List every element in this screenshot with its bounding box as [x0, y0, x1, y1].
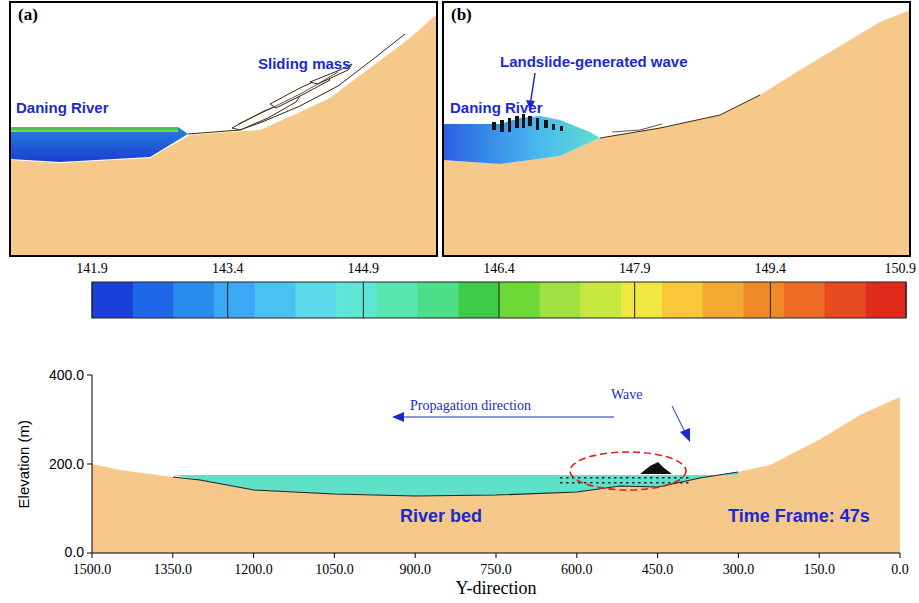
axis-tick: 0.0: [891, 562, 909, 577]
annotation: Propagation direction: [410, 398, 531, 413]
colorbar-value: 150.9: [885, 261, 917, 276]
axis-tick: 1050.0: [315, 562, 354, 577]
axis-tick: 150.0: [803, 562, 835, 577]
colorbar-value: 147.9: [619, 261, 651, 276]
axis-title: Elevation (m): [16, 420, 33, 508]
annotation: River bed: [400, 507, 482, 527]
colorbar-value: 141.9: [76, 261, 108, 276]
part-label: Sliding mass: [258, 56, 351, 73]
color-bar: [92, 282, 907, 318]
axis-tick: 1500.0: [73, 562, 112, 577]
panel-b: [443, 2, 910, 256]
part-label: Daning River: [450, 100, 543, 117]
colorbar-value: 146.4: [483, 261, 515, 276]
axis-tick: 450.0: [642, 562, 674, 577]
axis-tick: 400.0: [49, 368, 84, 383]
axis-tick: 750.0: [480, 562, 512, 577]
panel-letter: (b): [451, 6, 472, 25]
colorbar-value: 144.9: [348, 261, 380, 276]
annotation: Wave: [611, 387, 643, 402]
panel-a: [10, 2, 437, 256]
axis-tick: 600.0: [561, 562, 593, 577]
axis-tick: 0.0: [65, 545, 84, 560]
axis-tick: 1350.0: [154, 562, 193, 577]
colorbar-value: 149.4: [755, 261, 787, 276]
axis-tick: 200.0: [49, 457, 84, 472]
axis-tick: 1200.0: [234, 562, 273, 577]
colorbar-value: 143.4: [212, 261, 244, 276]
part-label: Daning River: [16, 100, 109, 117]
cross-section: [87, 375, 900, 558]
panel-letter: (a): [18, 6, 38, 25]
part-label: Landslide-generated wave: [500, 54, 688, 71]
axis-tick: 300.0: [723, 562, 755, 577]
annotation: Time Frame: 47s: [728, 507, 870, 527]
axis-tick: 900.0: [399, 562, 431, 577]
axis-title: Y-direction: [456, 579, 537, 599]
